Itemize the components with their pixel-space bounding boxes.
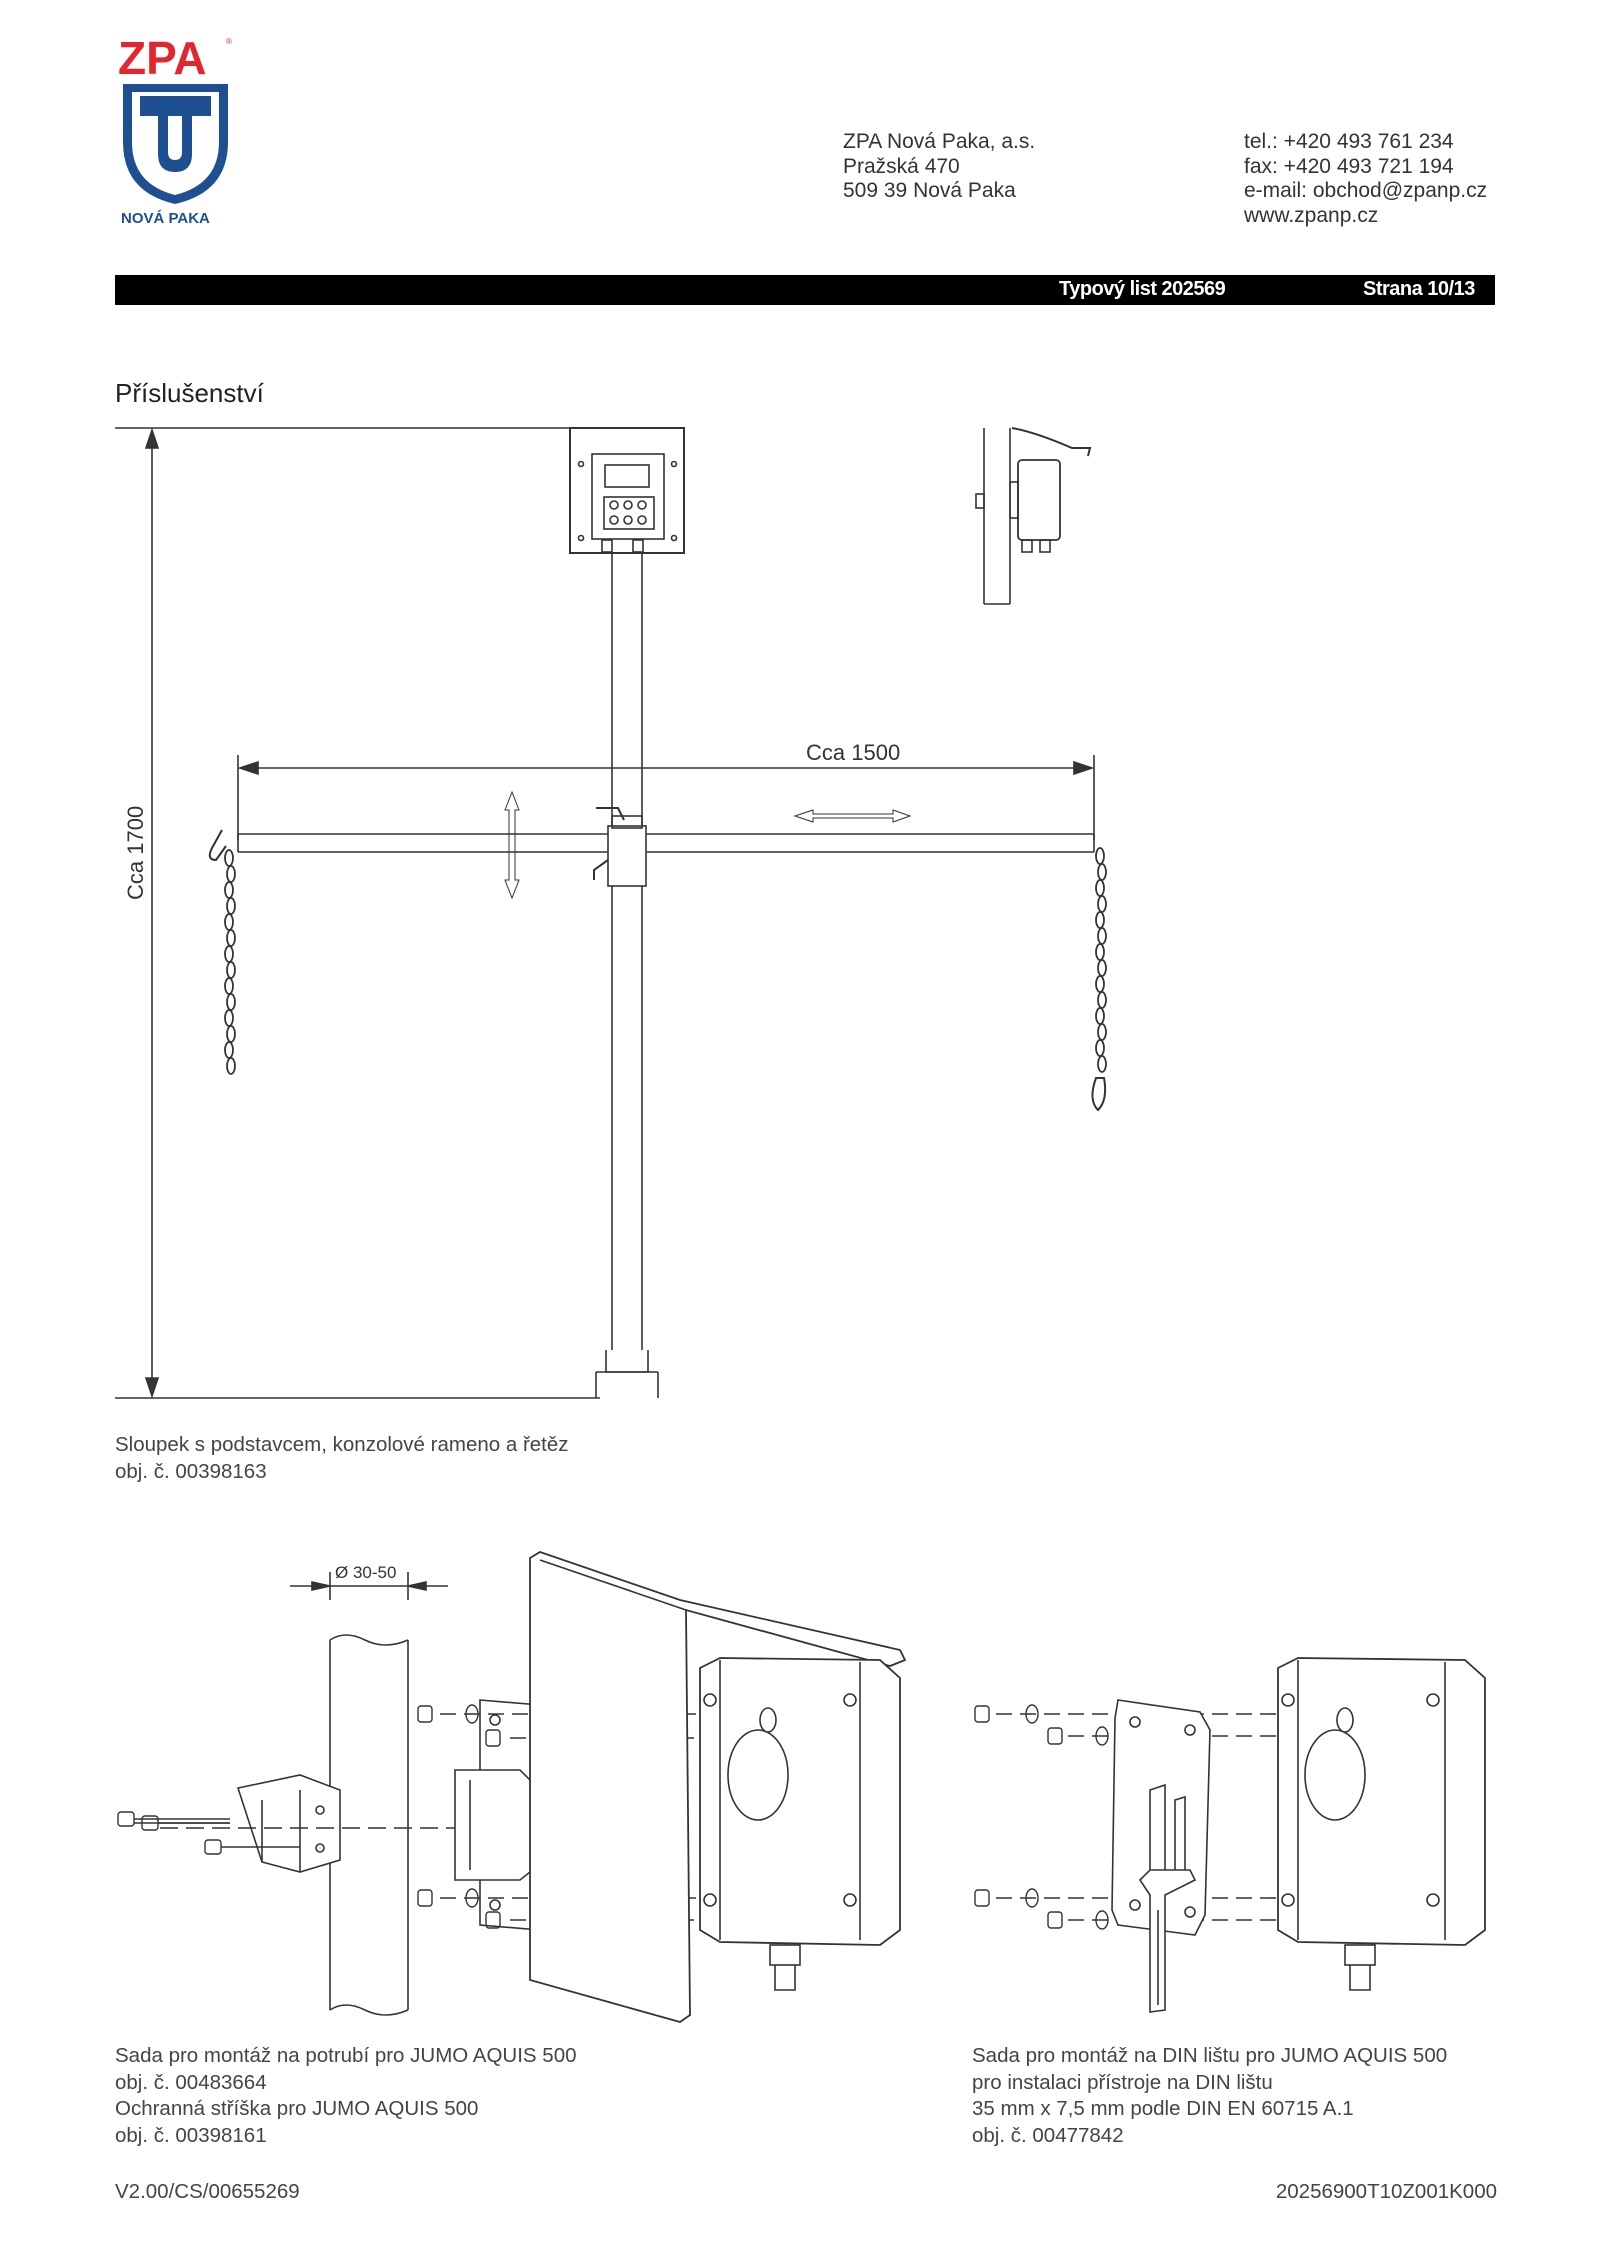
footer-document-code: 20256900T10Z001K000	[1275, 2180, 1497, 2203]
caption-line: Sada pro montáž na DIN lištu pro JUMO AQ…	[972, 2044, 1448, 2067]
contact-phone: tel.: +420 493 761 234	[1244, 130, 1454, 153]
caption-line: obj. č. 00398163	[115, 1459, 267, 1483]
caption-line: Sloupek s podstavcem, konzolové rameno a…	[115, 1433, 569, 1456]
post-assembly-drawing: Cca 1700 Cca 1500	[115, 427, 1107, 1399]
caption-line: obj. č. 00477842	[972, 2123, 1124, 2147]
din-rail-mount-drawing	[974, 1657, 1486, 2013]
contact-email: e-mail: obchod@zpanp.cz	[1244, 179, 1488, 202]
caption-line: 35 mm x 7,5 mm podle DIN EN 60715 A.1	[972, 2097, 1354, 2120]
height-dimension-label: Cca 1700	[123, 806, 148, 900]
caption-line: obj. č. 00483664	[115, 2070, 267, 2094]
company-contacts: tel.: +420 493 761 234 fax: +420 493 721…	[1244, 130, 1487, 228]
address-line: ZPA Nová Paka, a.s.	[843, 130, 1036, 153]
document-label: Typový list 202569	[1059, 278, 1226, 300]
caption-line: obj. č. 00398161	[115, 2123, 267, 2147]
company-address: ZPA Nová Paka, a.s. Pražská 470 509 39 N…	[843, 130, 1035, 204]
caption-post-assembly: Sloupek s podstavcem, konzolové rameno a…	[115, 1432, 569, 1485]
logo-brand: ZPA	[118, 32, 207, 84]
svg-text:®: ®	[226, 37, 232, 46]
document-header-bar: Typový list 202569 Strana 10/13	[115, 275, 1495, 305]
address-line: 509 39 Nová Paka	[843, 179, 1016, 202]
caption-line: Sada pro montáž na potrubí pro JUMO AQUI…	[115, 2044, 577, 2067]
caption-line: pro instalaci přístroje na DIN lištu	[972, 2070, 1273, 2094]
zpa-logo-icon: ZPA ® NOVÁ PAKA	[118, 32, 232, 227]
caption-pipe-mount: Sada pro montáž na potrubí pro JUMO AQUI…	[115, 2043, 577, 2149]
section-title: Příslušenství	[115, 378, 264, 408]
caption-din-rail-mount: Sada pro montáž na DIN lištu pro JUMO AQ…	[972, 2043, 1447, 2149]
address-line: Pražská 470	[843, 154, 960, 178]
diameter-dimension-label: Ø 30-50	[335, 1563, 396, 1582]
logo-town: NOVÁ PAKA	[121, 210, 210, 224]
footer-version: V2.00/CS/00655269	[115, 2180, 300, 2203]
caption-line: Ochranná stříška pro JUMO AQUIS 500	[115, 2097, 479, 2120]
contact-fax: fax: +420 493 721 194	[1244, 154, 1454, 178]
pipe-mount-drawing: Ø 30-50	[117, 1551, 907, 2023]
contact-web: www.zpanp.cz	[1244, 203, 1379, 227]
company-logo: ZPA ® NOVÁ PAKA	[118, 24, 238, 227]
width-dimension-label: Cca 1500	[806, 740, 900, 765]
page-number: Strana 10/13	[1363, 278, 1475, 300]
